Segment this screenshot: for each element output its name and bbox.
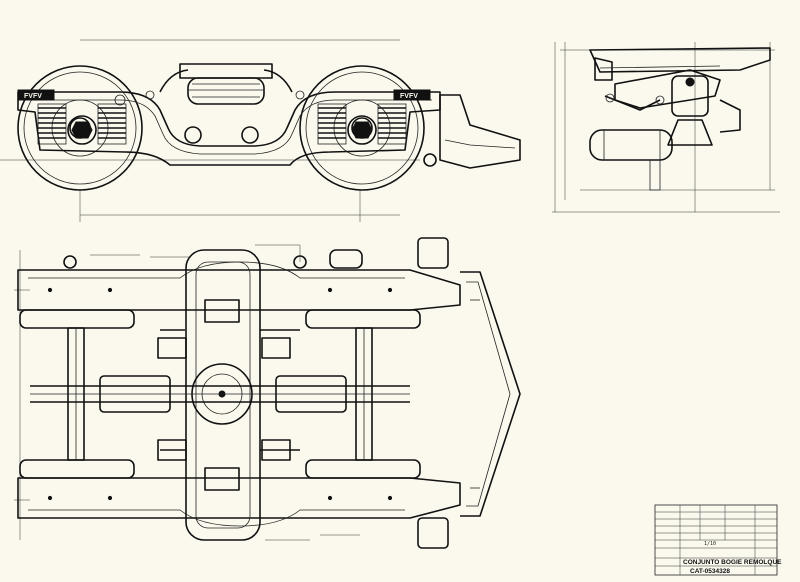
- left-coil-springs: [37, 103, 127, 145]
- plan-view: [14, 237, 521, 549]
- right-makers-plate: [393, 89, 431, 101]
- side-elevation-view: FVFV FVFV: [0, 39, 521, 222]
- drawing-scale: 1/10: [704, 541, 716, 547]
- right-coil-springs: [317, 103, 407, 145]
- drawing-title: CONJUNTO BOGIE REMOLQUE: [683, 559, 782, 566]
- title-block: CONJUNTO BOGIE REMOLQUE CAT-0534328 1/10: [654, 504, 782, 576]
- left-plate-text: FVFV: [24, 93, 42, 100]
- right-plate-text: FVFV: [400, 93, 418, 100]
- drawing-number: CAT-0534328: [690, 568, 730, 575]
- left-makers-plate: [17, 89, 55, 101]
- end-elevation-view: [552, 42, 780, 213]
